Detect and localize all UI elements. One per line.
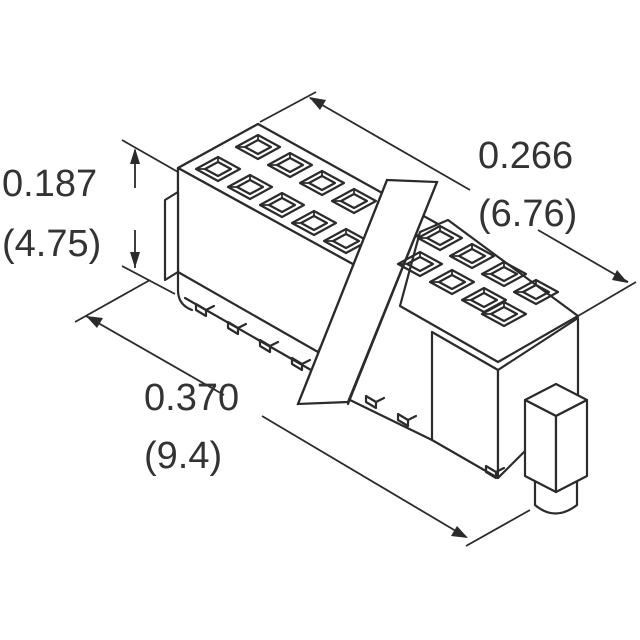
alignment-peg <box>523 382 589 515</box>
height-dimension-mm: (4.75) <box>2 223 101 265</box>
break-line-right-edge <box>346 180 439 406</box>
smt-leads-left <box>183 296 320 376</box>
dimension-length <box>74 279 531 547</box>
length-dimension-inch: 0.370 <box>144 377 239 419</box>
connector-body-right <box>348 218 580 480</box>
width-dimension-inch: 0.266 <box>478 135 573 177</box>
height-dimension-inch: 0.187 <box>2 163 97 205</box>
length-dimension-mm: (9.4) <box>144 435 222 477</box>
break-line-left-edge <box>296 178 389 406</box>
width-dimension-mm: (6.76) <box>478 193 577 235</box>
dimension-width <box>259 91 637 317</box>
